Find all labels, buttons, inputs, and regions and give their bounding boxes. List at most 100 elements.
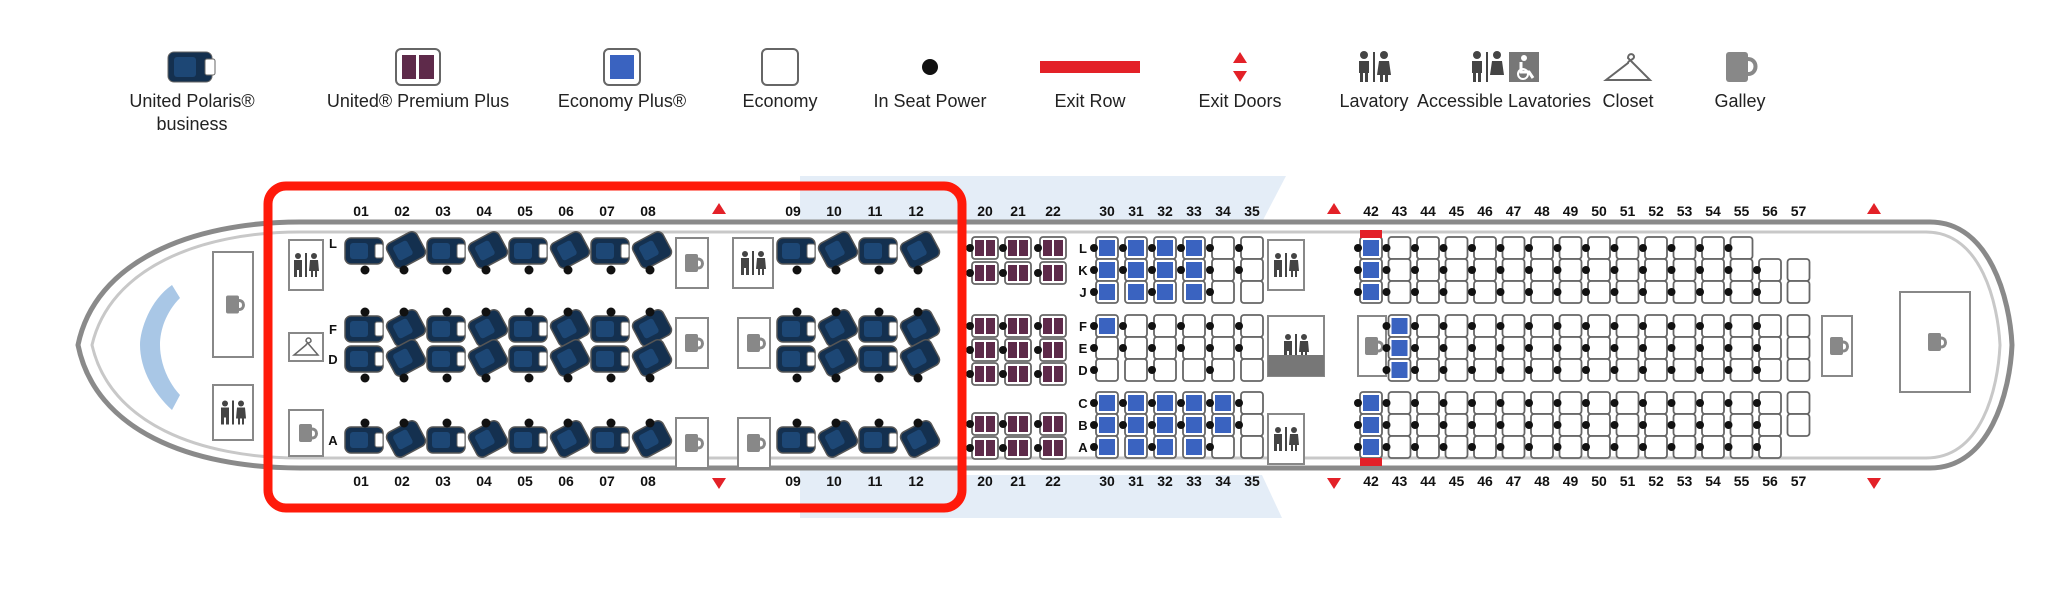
power-dot-icon (1667, 443, 1676, 451)
power-dot-icon (1667, 344, 1676, 352)
row-number-top: 47 (1506, 203, 1522, 219)
power-dot-icon (1639, 366, 1647, 374)
power-dot-icon (1411, 266, 1419, 274)
legend-item-economy-plus-seat: Economy Plus® (527, 44, 717, 113)
power-dot-icon (1610, 322, 1619, 330)
power-dot-icon (606, 373, 616, 383)
lavatory-icon (294, 253, 319, 277)
economy-seat (1182, 358, 1206, 382)
power-dot-icon (999, 444, 1007, 452)
power-dot-icon (1382, 399, 1391, 407)
row-number-bottom: 11 (868, 473, 883, 489)
row-number-bottom: 32 (1157, 473, 1173, 489)
economy-seat (1468, 336, 1497, 360)
premium-plus-seat (1034, 261, 1067, 285)
power-dot-icon (1382, 366, 1391, 374)
power-dot-icon (831, 265, 841, 275)
power-dot-icon (1382, 344, 1391, 352)
economy-seat (1696, 435, 1725, 459)
power-dot-icon (1582, 366, 1590, 374)
power-dot-icon (1610, 421, 1619, 429)
row-number-top: 05 (517, 203, 533, 219)
row-number-top: 46 (1477, 203, 1493, 219)
legend-item-premium-plus-seat: United® Premium Plus (323, 44, 513, 113)
power-dot-icon (1034, 244, 1042, 252)
premium-plus-seat (966, 261, 999, 285)
economy-seat (1240, 358, 1264, 382)
power-dot-icon (1667, 366, 1676, 374)
power-dot-icon (1667, 399, 1676, 407)
power-dot-icon (1235, 344, 1243, 352)
power-dot-icon (1724, 421, 1733, 429)
economy-seat (1639, 280, 1668, 304)
economy-seat (1411, 435, 1440, 459)
legend-label: United® Premium Plus (326, 91, 510, 111)
power-dot-icon (1525, 288, 1533, 296)
economy-seat (1582, 435, 1611, 459)
aft-galley (1899, 291, 1971, 393)
economy-seat (1667, 280, 1697, 304)
premium-plus-seat (1034, 362, 1067, 386)
galley-cup-icon (1830, 337, 1843, 355)
premium-plus-seat (999, 362, 1032, 386)
galley-rear (1821, 315, 1853, 377)
power-dot-icon (524, 307, 534, 317)
power-dot-icon (1667, 288, 1676, 296)
legend-item-economy-seat: Economy (685, 44, 875, 113)
row-number-bottom: 30 (1099, 473, 1115, 489)
polaris-seat (426, 345, 466, 383)
galley-A-front (288, 409, 324, 457)
polaris-seat (590, 345, 630, 383)
power-dot-icon (1724, 344, 1733, 352)
power-dot-icon (1667, 266, 1676, 274)
power-dot-icon (1496, 244, 1505, 252)
economy-plus-seat (1354, 435, 1383, 459)
exit-door-arrow-icon (712, 203, 726, 214)
power-dot-icon (999, 269, 1007, 277)
polaris-seat (631, 307, 673, 347)
row-number-top: 53 (1677, 203, 1693, 219)
economy-seat (1639, 336, 1668, 360)
power-dot-icon (1639, 244, 1647, 252)
economy-seat (1724, 413, 1754, 437)
power-dot-icon (831, 307, 841, 317)
row-number-top: 49 (1563, 203, 1579, 219)
row-number-top: 10 (826, 203, 842, 219)
power-dot-icon (913, 265, 923, 275)
power-dot-icon (1496, 399, 1505, 407)
mid-galley-L (675, 237, 709, 289)
row-number-bottom: 44 (1420, 473, 1436, 489)
polaris-seat (385, 418, 427, 458)
row-number-bottom: 05 (517, 473, 533, 489)
fuselage-inner-wall (90, 230, 2002, 460)
economy-seat (1468, 358, 1497, 382)
polaris-seat (549, 231, 591, 275)
galley-cup-icon (685, 434, 698, 452)
seat-letter: J (1079, 285, 1086, 300)
power-dot-icon (1525, 421, 1533, 429)
row-number-bottom: 50 (1591, 473, 1607, 489)
mid-galley-center (675, 317, 709, 369)
polaris-seat (776, 237, 816, 275)
polaris-seat (426, 237, 466, 275)
polaris-seat (899, 418, 941, 458)
economy-seat (1382, 391, 1412, 415)
row-number-top: 34 (1215, 203, 1231, 219)
power-dot-icon (1354, 266, 1362, 274)
polaris-seat (631, 339, 673, 383)
row-number-bottom: 48 (1534, 473, 1550, 489)
row-number-bottom: 22 (1045, 473, 1061, 489)
economy-plus-seat (1148, 391, 1177, 415)
power-dot-icon (1753, 322, 1761, 330)
economy-seat (1525, 336, 1554, 360)
premium-plus-seat (966, 436, 999, 460)
economy-plus-seat (1148, 258, 1177, 282)
galley-cup-icon (1365, 337, 1378, 355)
row-number-top: 21 (1010, 203, 1026, 219)
power-dot-icon (1206, 322, 1214, 330)
power-dot-icon (1148, 322, 1156, 330)
lavatory-L-front (288, 239, 324, 291)
row-number-top: 45 (1449, 203, 1465, 219)
economy-seat (1786, 336, 1811, 360)
economy-plus-seat (1090, 391, 1119, 415)
